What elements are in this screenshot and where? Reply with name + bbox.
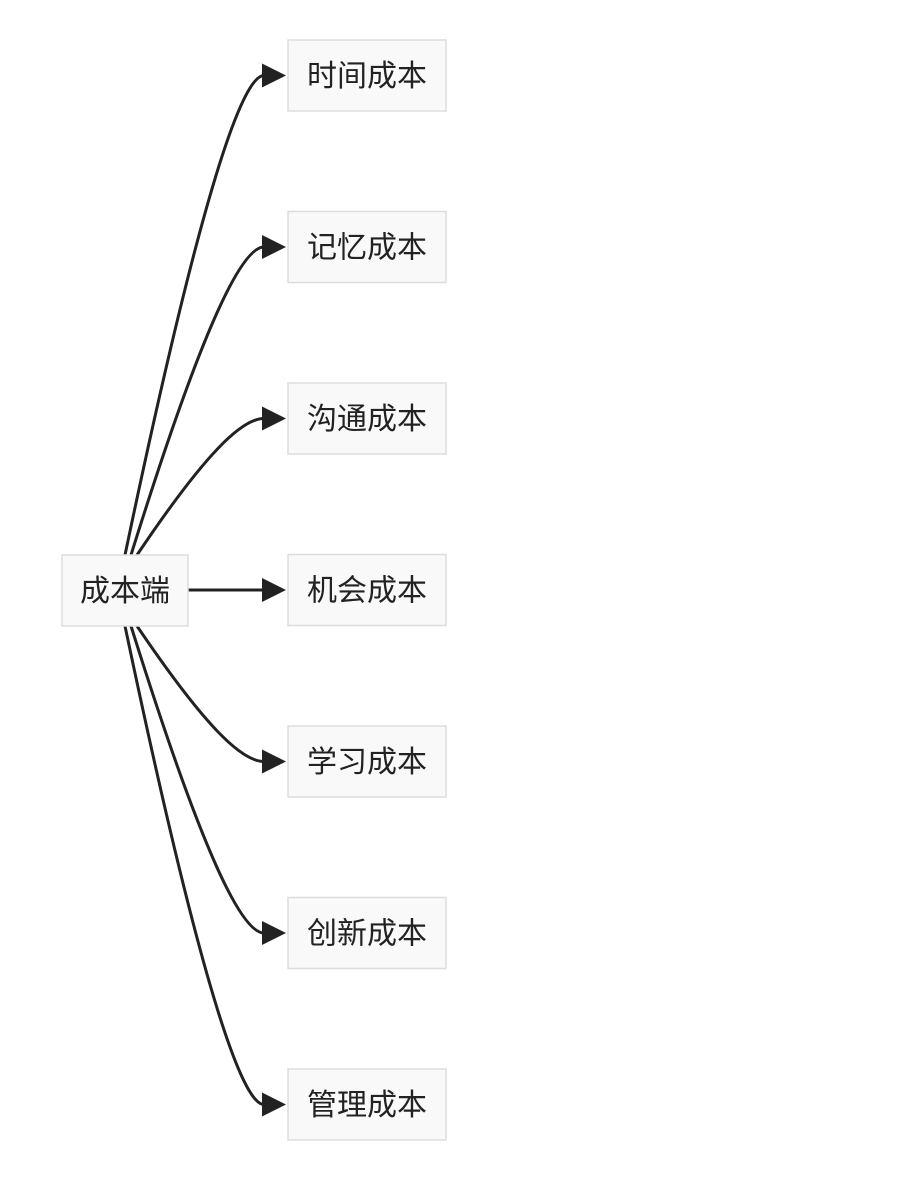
root-node: 成本端	[61, 554, 189, 627]
child-node-1: 时间成本	[287, 39, 447, 112]
child-node-6-box	[287, 896, 447, 970]
child-node-7: 管理成本	[287, 1068, 447, 1141]
root-node-box	[61, 554, 189, 627]
arrowhead-child-3	[262, 406, 286, 431]
edge-root-to-child-3	[135, 417, 265, 556]
edge-root-to-child-5	[135, 625, 265, 763]
child-node-2-label: 记忆成本	[307, 231, 427, 266]
arrowhead-child-2	[262, 235, 286, 259]
arrowhead-child-6	[262, 921, 286, 945]
edge-root-to-child-7	[123, 625, 265, 1106]
arrowhead-child-1	[262, 63, 286, 88]
child-node-5-box	[287, 725, 447, 798]
arrowhead-child-4	[262, 578, 286, 602]
child-node-3-box	[287, 382, 447, 455]
child-node-3: 沟通成本	[287, 382, 447, 455]
child-node-1-box	[287, 39, 447, 112]
child-node-2: 记忆成本	[287, 210, 447, 284]
child-node-4-box	[287, 553, 447, 627]
child-node-6: 创新成本	[287, 896, 447, 970]
child-node-5: 学习成本	[287, 725, 447, 798]
edge-root-to-child-6	[129, 625, 265, 935]
child-node-1-label: 时间成本	[307, 59, 427, 94]
edge-root-to-child-2	[129, 245, 265, 556]
child-node-6-label: 创新成本	[307, 917, 427, 952]
edges-layer	[123, 63, 286, 1117]
child-node-7-box	[287, 1068, 447, 1141]
child-node-2-box	[287, 210, 447, 284]
arrowhead-child-5	[262, 749, 286, 774]
child-node-4: 机会成本	[287, 553, 447, 627]
child-node-7-label: 管理成本	[307, 1088, 427, 1123]
child-node-5-label: 学习成本	[307, 745, 427, 780]
arrowhead-child-7	[262, 1092, 286, 1117]
root-node-label: 成本端	[80, 574, 170, 609]
edge-root-to-child-1	[123, 74, 265, 556]
child-node-3-label: 沟通成本	[307, 402, 427, 437]
child-node-4-label: 机会成本	[307, 574, 427, 609]
